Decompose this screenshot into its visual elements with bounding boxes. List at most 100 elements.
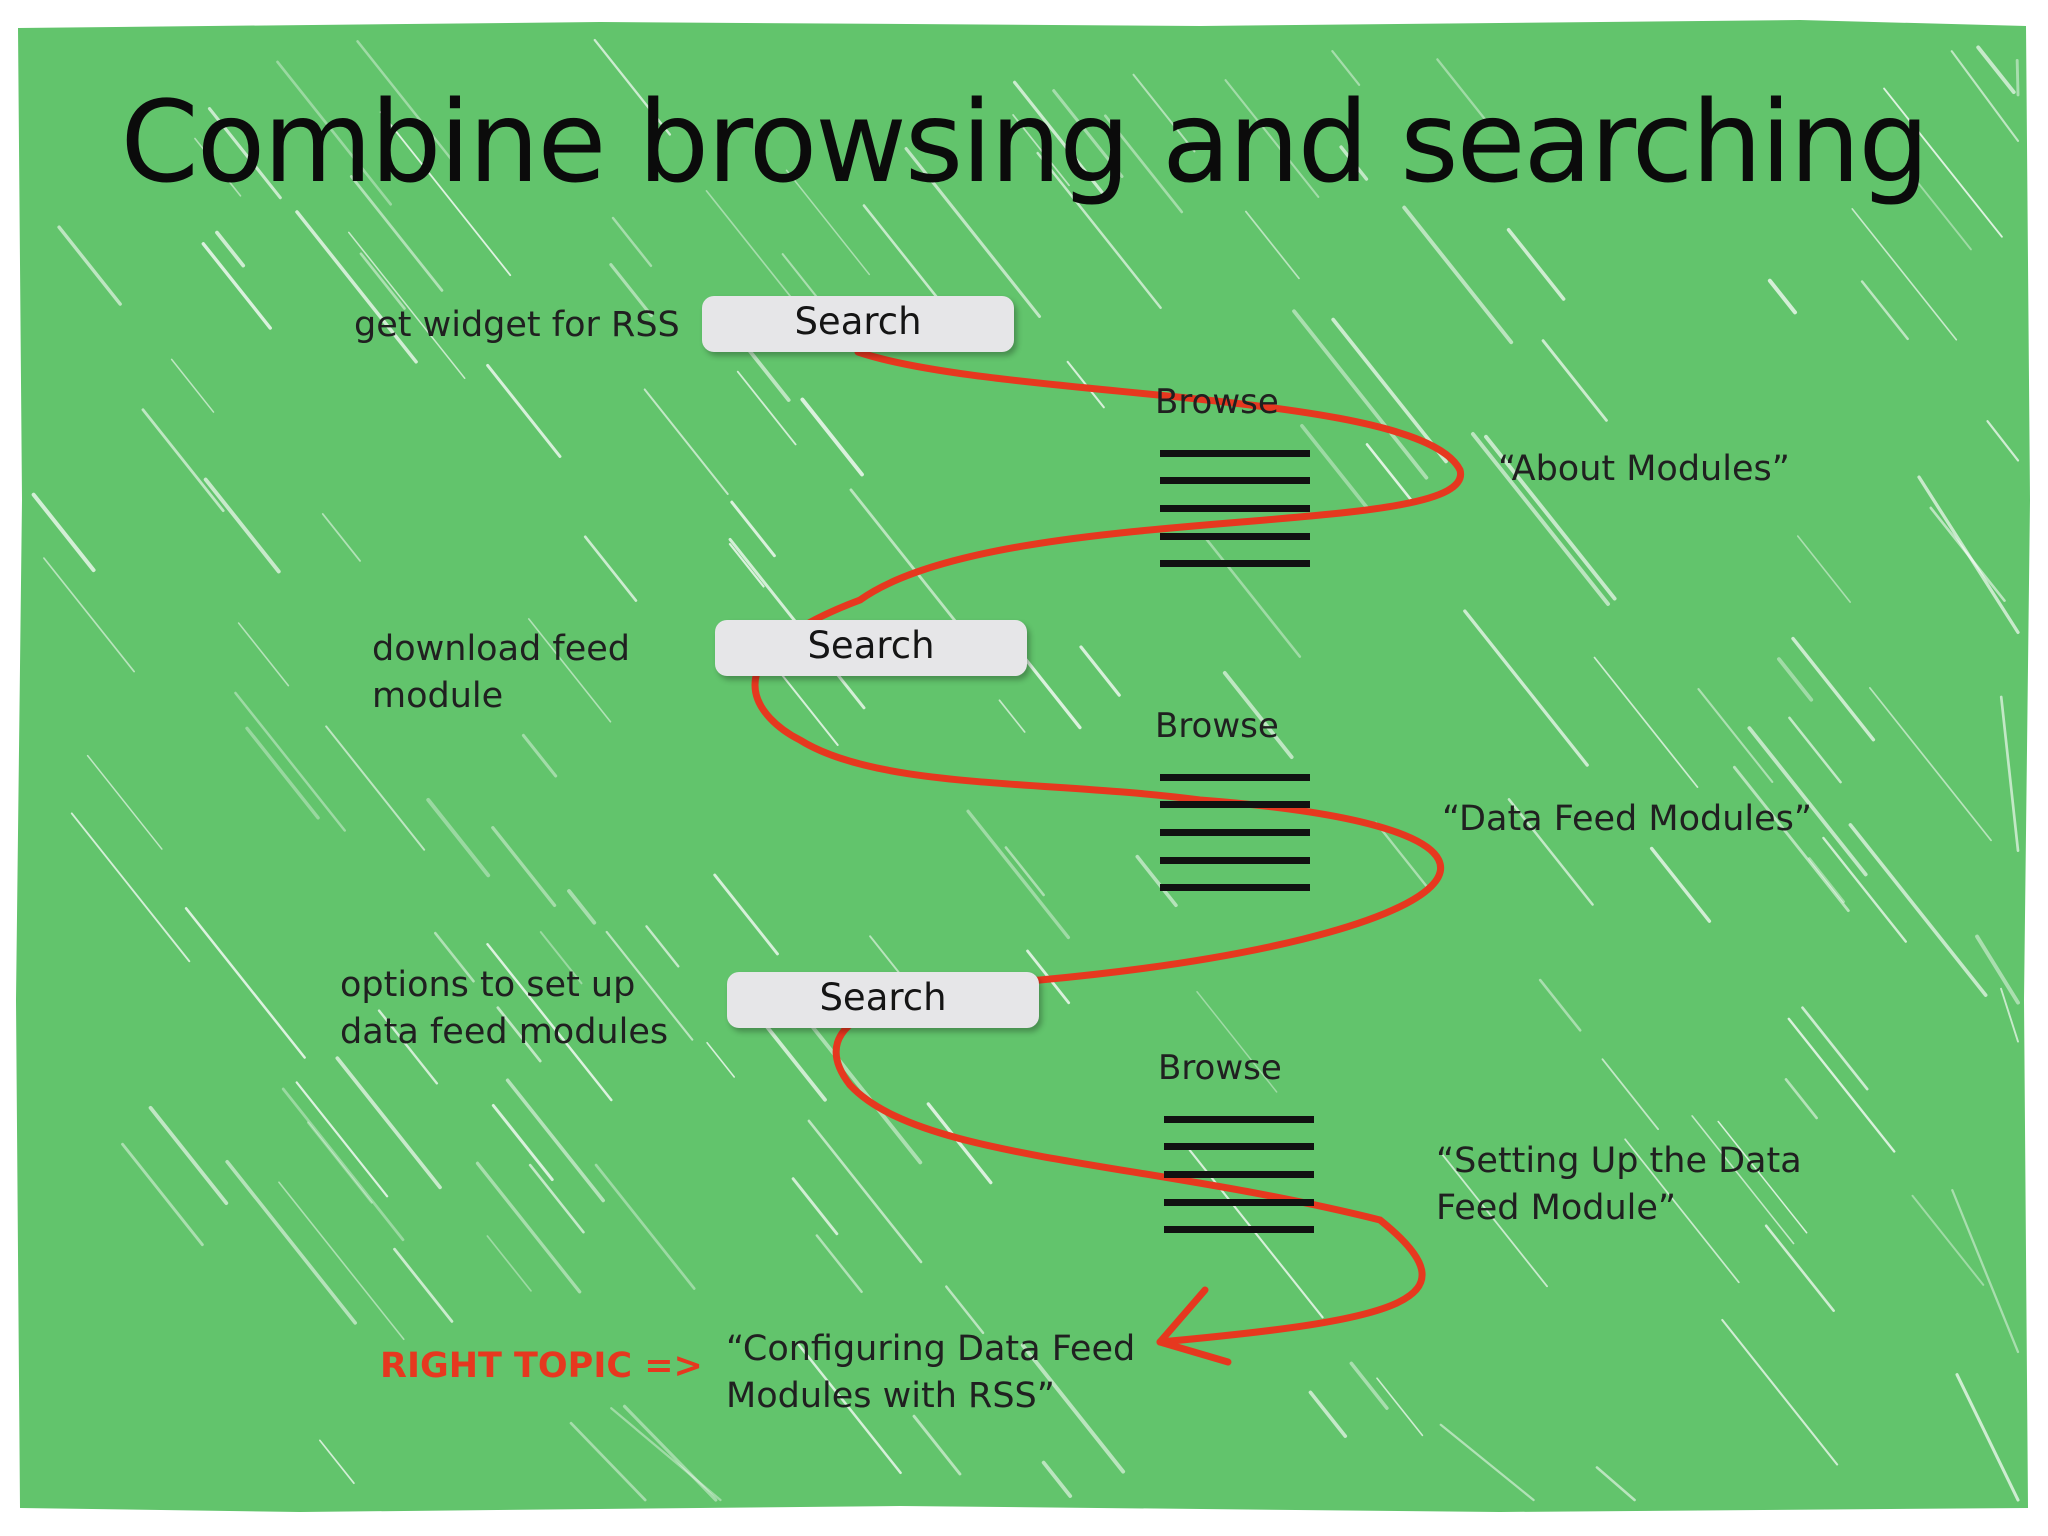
chalk-streak — [486, 1235, 532, 1292]
step3-query-text: options to set up data feed modules — [340, 965, 669, 1052]
chalk-streak — [31, 492, 96, 573]
chalk-streak — [643, 388, 729, 495]
chalk-streak — [1079, 645, 1121, 697]
chalk-streak — [1791, 636, 1876, 742]
chalk-streak — [57, 225, 122, 306]
chalk-streak — [1196, 990, 1278, 1093]
chalk-streak — [194, 137, 242, 197]
chalk-streak — [609, 263, 653, 318]
chalk-streak — [945, 1285, 985, 1335]
chalk-streak — [807, 1119, 923, 1264]
chalk-streak — [486, 943, 613, 1102]
chalk-streaks — [31, 38, 2020, 1502]
chalk-streak — [1365, 443, 1413, 501]
chalk-streak — [569, 1421, 647, 1502]
chalk-streak — [605, 930, 694, 1041]
right-topic-marker: RIGHT TOPIC => — [380, 1346, 703, 1386]
step2-query-text: download feed module — [372, 629, 630, 716]
chalk-streak — [998, 699, 1026, 733]
chalk-streak — [1036, 151, 1162, 309]
chalk-streak — [475, 1161, 582, 1294]
chalk-streak — [225, 1159, 357, 1325]
chalk-streak — [295, 1081, 389, 1198]
chalk-streak — [86, 754, 163, 850]
chalk-streak — [377, 1009, 439, 1085]
chalk-streak — [184, 907, 306, 1059]
chalk-streak — [306, 1121, 373, 1204]
step1-menu-list-icon — [1160, 450, 1310, 574]
chalk-streak — [237, 622, 290, 687]
chalk-streak — [1374, 821, 1429, 889]
chalk-streak — [1300, 423, 1369, 510]
chalk-streak — [1331, 317, 1448, 464]
chalk-streak — [1436, 58, 1491, 127]
chalk-streak — [486, 363, 562, 458]
chalk-streak — [356, 40, 454, 162]
chalk-streak — [1132, 73, 1196, 153]
chalk-streak — [904, 147, 1042, 318]
chalk-streak — [496, 1006, 542, 1063]
chalk-streak — [234, 691, 346, 832]
flow-arrowhead — [1156, 1286, 1232, 1366]
final-result: “Configuring Data Feed Modules with RSS” — [726, 1326, 1146, 1420]
step1-search-button[interactable]: Search — [702, 296, 1014, 352]
flow-path — [751, 348, 1464, 1346]
chalk-streak — [1595, 1466, 1636, 1502]
chalk-streak — [1697, 687, 1774, 783]
step1-browse-label: Browse — [1155, 382, 1279, 422]
chalk-streak — [359, 252, 406, 310]
chalk-streak — [1331, 50, 1361, 86]
chalk-streak — [1349, 1361, 1389, 1410]
chalk-streak — [1020, 1343, 1126, 1474]
step3-search-button[interactable]: Search — [727, 972, 1039, 1028]
chalk-streak — [1796, 535, 1851, 603]
chalk-streak — [141, 408, 225, 513]
chalk-streak — [728, 543, 765, 588]
step3-result: “Setting Up the Data Feed Module” — [1436, 1138, 1826, 1232]
chalk-streak — [815, 1234, 863, 1294]
step1-query: get widget for RSS — [354, 305, 680, 345]
chalk-streak — [1784, 1078, 1818, 1120]
chalk-streak — [379, 111, 512, 277]
chalk-streak — [1807, 857, 1845, 904]
chalk-streak — [1911, 1194, 1985, 1286]
chalk-streak — [1541, 339, 1608, 422]
chalk-streak — [505, 1078, 605, 1203]
step2-query: download feed module — [372, 626, 672, 720]
chalk-streak — [281, 1087, 405, 1242]
chalk-streak — [1222, 671, 1294, 759]
step2-search-button[interactable]: Search — [715, 620, 1027, 676]
chalk-streak — [1764, 1224, 1835, 1312]
chalk-streak — [926, 1102, 993, 1185]
chalk-streak — [121, 1142, 204, 1247]
chalk-streak — [43, 557, 135, 673]
chalk-streak — [335, 1056, 442, 1190]
chalk-streak — [849, 488, 969, 638]
chalk-streak — [1439, 1423, 1535, 1502]
chalk-streak — [1339, 145, 1369, 181]
step1-result: “About Modules” — [1498, 449, 1790, 489]
chalk-streak — [1593, 656, 1699, 788]
chalk-streak — [203, 477, 281, 574]
chalk-streak — [1402, 205, 1514, 345]
step3-result-text: “Setting Up the Data Feed Module” — [1436, 1141, 1802, 1228]
chalk-streak — [201, 242, 272, 330]
chalk-streak — [1484, 434, 1617, 601]
chalk-streak — [434, 931, 475, 983]
chalk-streak — [539, 931, 583, 985]
chalk-streak — [1012, 80, 1104, 195]
chalk-streak — [521, 733, 558, 778]
chalk-streak — [1601, 1058, 1660, 1131]
chalk-streak — [528, 1163, 585, 1234]
chalk-streak — [811, 1025, 923, 1165]
chalk-streak — [1788, 716, 1842, 784]
chalk-streak — [1004, 846, 1045, 897]
chalk-streak — [207, 107, 282, 200]
chalk-streak — [1787, 1017, 1896, 1153]
chalk-streak — [2015, 58, 2020, 97]
chalk-streak — [1012, 114, 1070, 187]
chalk-streak — [912, 1414, 962, 1476]
step2-browse-label: Browse — [1155, 706, 1279, 746]
chalk-streak — [393, 1247, 454, 1323]
